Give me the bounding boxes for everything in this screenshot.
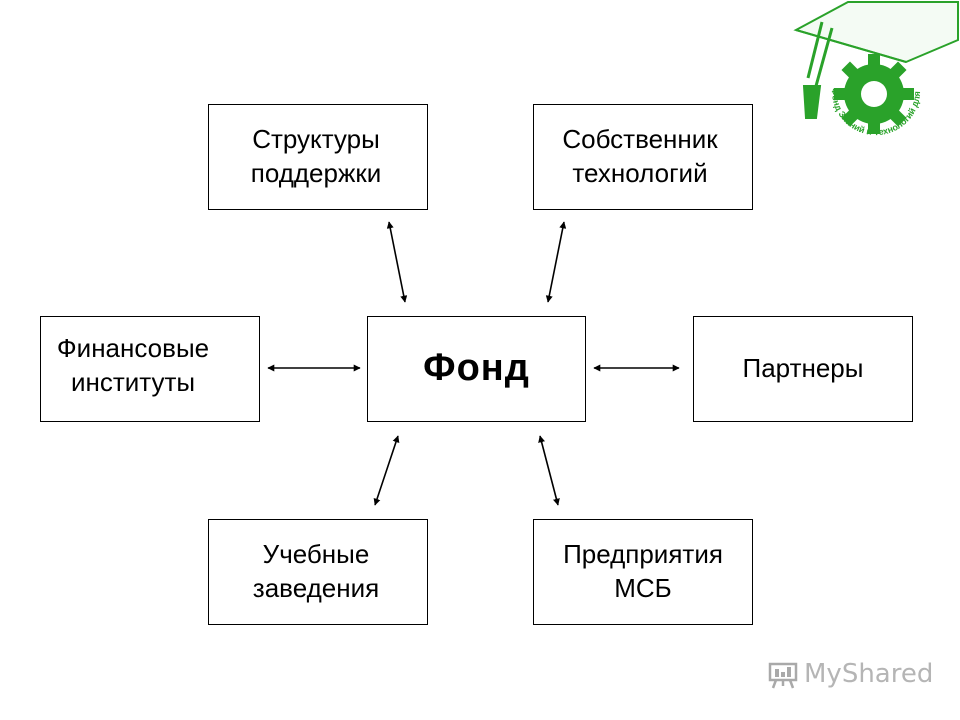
node-partners: Партнеры xyxy=(693,316,913,422)
connector-fund-edu xyxy=(373,435,400,506)
node-financial-institutions: Финансовые институты xyxy=(40,316,260,422)
node-educational-institutions: Учебные заведения xyxy=(208,519,428,625)
connector-fund-support xyxy=(386,221,408,303)
node-fund: Фонд xyxy=(367,316,586,422)
node-fund-label: Фонд xyxy=(423,347,530,390)
node-technology-owner-label: Собственник технологий xyxy=(562,124,718,188)
gear-icon xyxy=(834,54,914,134)
presentation-board-icon xyxy=(768,662,798,689)
graduation-cap-gear-icon xyxy=(793,1,959,119)
node-sme-enterprises-label: Предприятия МСБ xyxy=(563,539,723,603)
watermark: MyShared xyxy=(766,656,936,692)
node-educational-institutions-label: Учебные заведения xyxy=(252,539,380,603)
node-financial-institutions-label: Финансовые институты xyxy=(56,333,210,397)
node-technology-owner: Собственник технологий xyxy=(533,104,753,210)
fund-logo: Фонд Знаний и Технологий для МСБ xyxy=(786,0,959,137)
connector-fund-owner xyxy=(545,221,567,303)
watermark-text: MyShared xyxy=(804,659,934,689)
node-sme-enterprises: Предприятия МСБ xyxy=(533,519,753,625)
node-support-structures: Структуры поддержки xyxy=(208,104,428,210)
connector-fund-sme xyxy=(538,435,560,506)
node-partners-label: Партнеры xyxy=(742,353,864,384)
node-support-structures-label: Структуры поддержки xyxy=(250,124,382,188)
